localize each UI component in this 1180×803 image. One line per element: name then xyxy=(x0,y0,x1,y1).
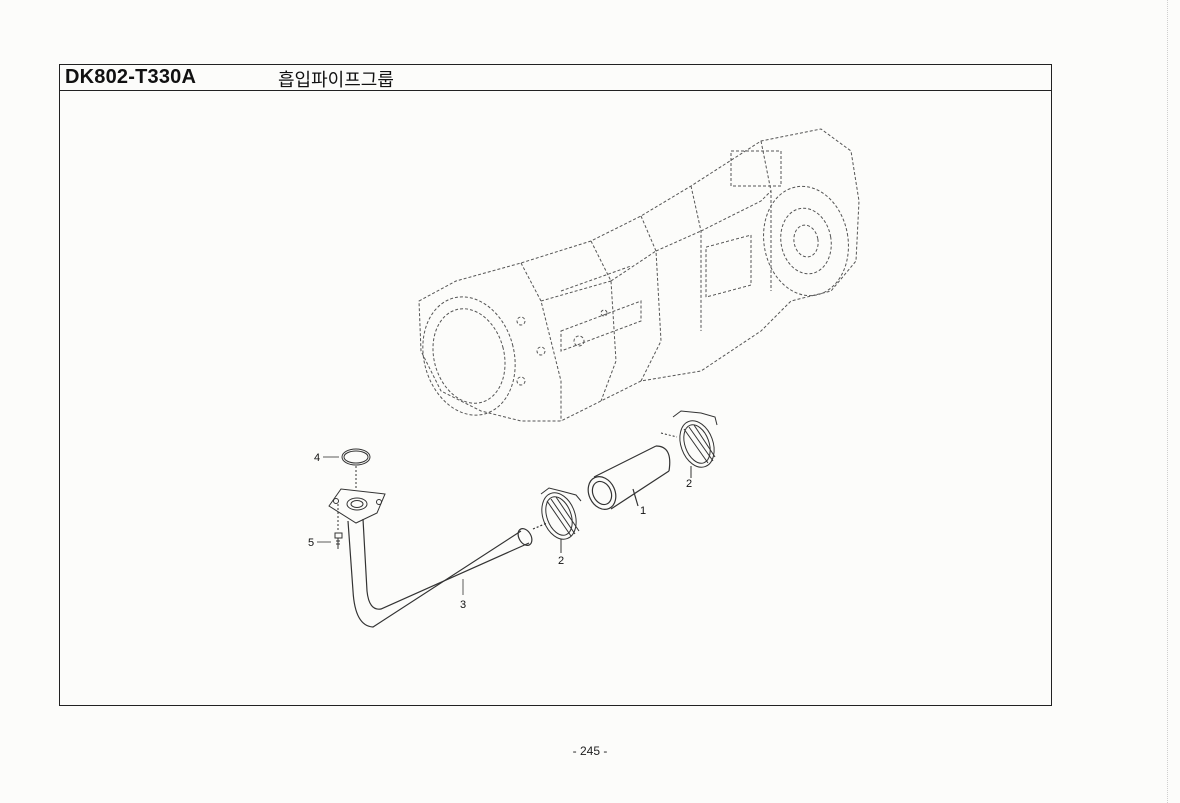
callout-leaders xyxy=(317,456,464,595)
callout-3: 3 xyxy=(460,599,466,611)
exploded-parts-drawing: 1 2 2 3 4 5 xyxy=(308,128,860,628)
group-name: 흡입파이프그룹 xyxy=(278,70,394,91)
scan-edge-line xyxy=(1167,0,1168,803)
hose-clamp-part-2-left xyxy=(540,487,582,553)
transmission-housing-illustration xyxy=(418,128,860,422)
o-ring-part-4 xyxy=(341,448,371,488)
model-code: DK802-T330A xyxy=(65,66,197,88)
hose-clamp-part-2-right xyxy=(660,410,718,478)
callout-2-right: 2 xyxy=(686,478,692,490)
suction-pipe-part-3 xyxy=(347,518,548,628)
title-bar: DK802-T330A 흡입파이프그룹 xyxy=(60,65,1051,91)
parts-diagram-frame: DK802-T330A 흡입파이프그룹 xyxy=(59,64,1052,706)
rubber-hose-part-1 xyxy=(587,445,671,510)
callout-2-left: 2 xyxy=(558,555,564,567)
callout-1: 1 xyxy=(640,505,646,517)
page-number: - 245 - xyxy=(572,744,608,758)
pipe-flange xyxy=(328,488,386,524)
bolt-part-5 xyxy=(334,504,343,549)
callout-5: 5 xyxy=(308,537,314,549)
callout-4: 4 xyxy=(314,452,320,464)
